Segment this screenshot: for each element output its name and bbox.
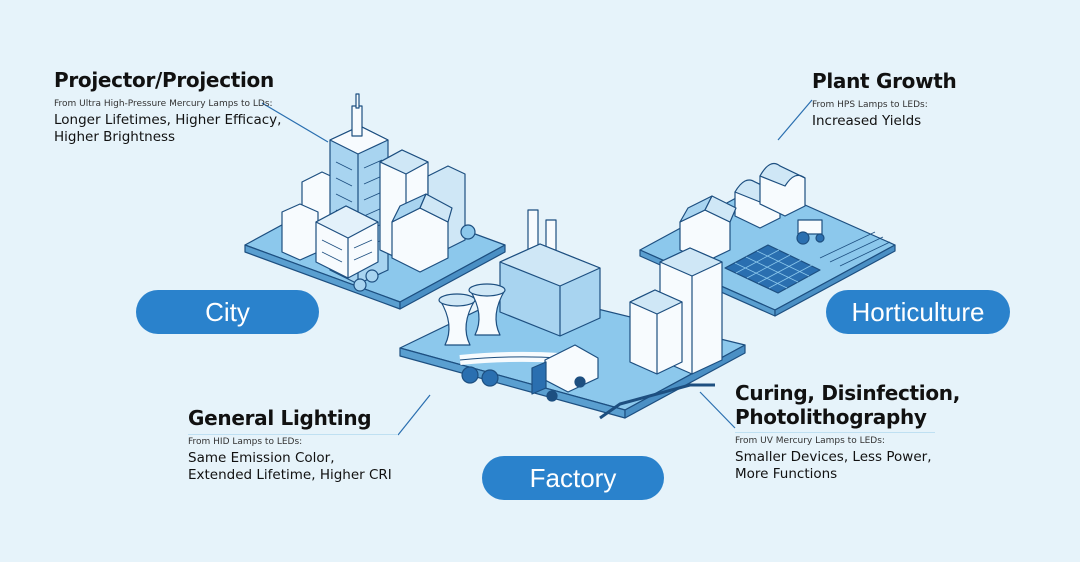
horticulture-label: Horticulture (826, 290, 1010, 334)
general-underline (188, 434, 398, 435)
curing-line-2: More Functions (735, 466, 838, 482)
curing-title-1: Curing, Disinfection, (735, 381, 961, 405)
city-illustration (244, 93, 506, 310)
factory-illustration (399, 209, 746, 420)
plant-block: Plant Growth From HPS Lamps to LEDs: Inc… (812, 69, 957, 130)
general-line-1: Same Emission Color, (188, 450, 335, 466)
general-title: General Lighting (188, 406, 372, 430)
projector-line-2: Higher Brightness (54, 129, 176, 145)
curing-subtitle: From UV Mercury Lamps to LEDs: (735, 436, 885, 446)
general-subtitle: From HID Lamps to LEDs: (188, 437, 303, 447)
city-label: City (136, 290, 319, 334)
curing-block: Curing, Disinfection, Photolithography F… (735, 381, 960, 483)
curing-title-2: Photolithography (735, 405, 927, 429)
projector-title: Projector/Projection (54, 68, 274, 92)
general-line-2: Extended Lifetime, Higher CRI (188, 467, 392, 483)
curing-line-1: Smaller Devices, Less Power, (735, 449, 932, 465)
factory-label: Factory (482, 456, 664, 500)
plant-line-1: Increased Yields (812, 113, 922, 129)
connector-lines (261, 99, 813, 436)
projector-subtitle: From Ultra High-Pressure Mercury Lamps t… (54, 99, 273, 109)
general-block: General Lighting From HID Lamps to LEDs:… (188, 406, 392, 484)
curing-underline (735, 432, 935, 433)
plant-subtitle: From HPS Lamps to LEDs: (812, 100, 928, 110)
projector-line-1: Longer Lifetimes, Higher Efficacy, (54, 112, 282, 128)
projector-block: Projector/Projection From Ultra High-Pre… (54, 68, 281, 146)
plant-title: Plant Growth (812, 69, 957, 93)
